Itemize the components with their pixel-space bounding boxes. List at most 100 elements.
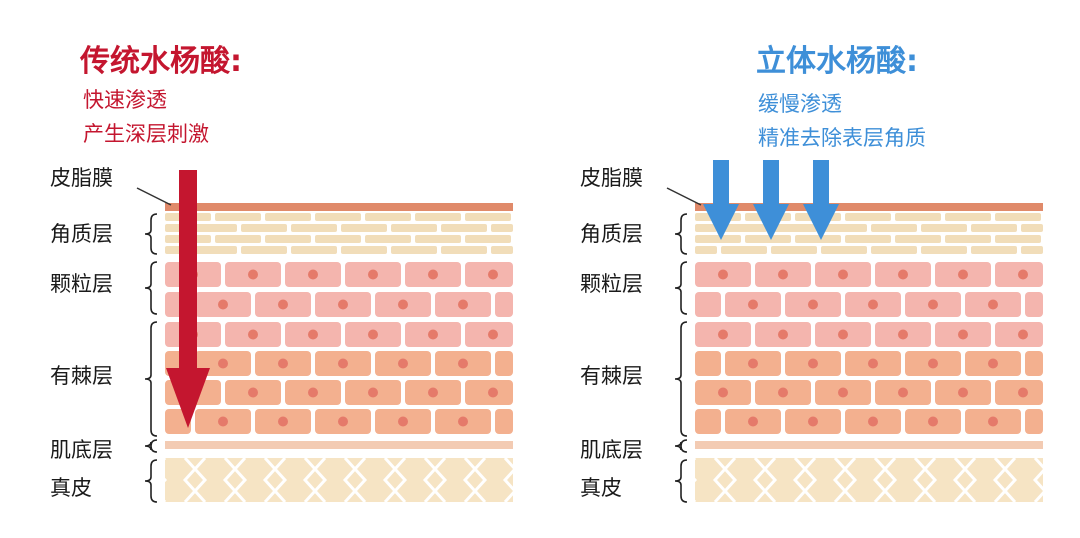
dermis-fiber bbox=[833, 456, 858, 504]
corneum-cell bbox=[871, 246, 917, 254]
shallow-penetration-arrow-icon bbox=[803, 160, 839, 240]
cell-nucleus bbox=[868, 416, 878, 427]
dermis-fiber bbox=[713, 456, 738, 504]
cell-nucleus bbox=[988, 416, 998, 427]
dermis-fiber bbox=[462, 456, 487, 504]
dermis-fiber bbox=[343, 456, 368, 504]
cell-nucleus bbox=[1018, 269, 1028, 280]
label-sebum: 皮脂膜 bbox=[50, 166, 113, 190]
corneum-cell bbox=[921, 224, 967, 232]
corneum-cell bbox=[695, 224, 717, 232]
corneum-cell bbox=[995, 213, 1041, 221]
cell-nucleus bbox=[458, 416, 468, 427]
cell-nucleus bbox=[928, 299, 938, 310]
cell-nucleus bbox=[898, 269, 908, 280]
cell-nucleus bbox=[778, 269, 788, 280]
cell-nucleus bbox=[308, 329, 318, 340]
spinous-cell bbox=[495, 409, 513, 434]
dermis-fiber bbox=[342, 456, 367, 504]
label-dermis: 真皮 bbox=[580, 476, 622, 500]
dermis-fiber bbox=[953, 456, 978, 504]
cell-nucleus bbox=[398, 358, 408, 369]
corneum-cell bbox=[291, 246, 337, 254]
cell-nucleus bbox=[748, 416, 758, 427]
dermis-fiber bbox=[303, 456, 328, 504]
spinous-cell bbox=[695, 351, 721, 376]
cell-nucleus bbox=[218, 299, 228, 310]
granular-brace bbox=[144, 261, 158, 315]
cell-nucleus bbox=[718, 387, 728, 398]
corneum-cell bbox=[265, 213, 311, 221]
dermis-fiber bbox=[753, 456, 778, 504]
cell-nucleus bbox=[928, 358, 938, 369]
corneum-cell bbox=[1021, 224, 1043, 232]
corneum-cell bbox=[341, 224, 387, 232]
spinous-cell bbox=[1025, 351, 1043, 376]
dermis-fiber bbox=[792, 456, 817, 504]
label-stratum-corneum: 角质层 bbox=[580, 222, 643, 246]
cell-nucleus bbox=[488, 329, 498, 340]
granular-cell bbox=[695, 292, 721, 317]
label-granular-layer: 颗粒层 bbox=[50, 272, 113, 296]
cell-nucleus bbox=[368, 329, 378, 340]
dermis-fiber bbox=[912, 456, 937, 504]
spinous-cell bbox=[495, 351, 513, 376]
corneum-cell bbox=[945, 235, 991, 243]
cell-nucleus bbox=[218, 416, 228, 427]
dermis-fiber bbox=[872, 456, 897, 504]
cell-nucleus bbox=[398, 416, 408, 427]
cell-nucleus bbox=[1018, 329, 1028, 340]
panel-subtitle-line-1: 缓慢渗透 bbox=[758, 92, 842, 116]
cell-nucleus bbox=[808, 416, 818, 427]
deep-penetration-arrow-shaft bbox=[179, 170, 197, 370]
cell-nucleus bbox=[778, 329, 788, 340]
label-spinous-layer: 有棘层 bbox=[50, 364, 113, 388]
corneum-cell bbox=[845, 235, 891, 243]
cell-nucleus bbox=[308, 269, 318, 280]
spinous-cell bbox=[1025, 409, 1043, 434]
corneum-cell bbox=[491, 246, 513, 254]
shallow-penetration-arrow-icon bbox=[753, 160, 789, 240]
corneum-cell bbox=[465, 213, 511, 221]
dermis-fiber bbox=[832, 456, 857, 504]
corneum-cell bbox=[391, 246, 437, 254]
label-basal-layer: 肌底层 bbox=[50, 438, 113, 462]
corneum-cell bbox=[415, 213, 461, 221]
dermis-fiber bbox=[873, 456, 898, 504]
basal-layer bbox=[165, 441, 513, 449]
sebum-pointer-line bbox=[666, 187, 702, 206]
cell-nucleus bbox=[868, 358, 878, 369]
cell-nucleus bbox=[838, 329, 848, 340]
cell-nucleus bbox=[748, 358, 758, 369]
corneum-cell bbox=[1021, 246, 1043, 254]
granular-cell bbox=[495, 292, 513, 317]
cell-nucleus bbox=[368, 269, 378, 280]
corneum-cell bbox=[895, 235, 941, 243]
dermis-fiber bbox=[793, 456, 818, 504]
cell-nucleus bbox=[1018, 387, 1028, 398]
cell-nucleus bbox=[928, 416, 938, 427]
cell-nucleus bbox=[248, 387, 258, 398]
penetration-arrows bbox=[703, 160, 839, 240]
cell-nucleus bbox=[248, 269, 258, 280]
corneum-cell bbox=[945, 213, 991, 221]
cell-nucleus bbox=[718, 329, 728, 340]
corneum-cell bbox=[215, 213, 261, 221]
cell-nucleus bbox=[458, 299, 468, 310]
spinous-cell bbox=[695, 409, 721, 434]
corneum-cell bbox=[745, 235, 791, 243]
dermis-fiber bbox=[992, 456, 1017, 504]
shallow-penetration-arrow-icon bbox=[703, 160, 739, 240]
panel-subtitle-line-2: 产生深层刺激 bbox=[83, 122, 209, 146]
label-granular-layer: 颗粒层 bbox=[580, 272, 643, 296]
corneum-cell bbox=[895, 213, 941, 221]
dermis-layer bbox=[695, 458, 1043, 502]
dermis-fiber bbox=[262, 456, 287, 504]
corneum-cell bbox=[365, 213, 411, 221]
cell-nucleus bbox=[488, 387, 498, 398]
cell-nucleus bbox=[988, 358, 998, 369]
corneum-cell bbox=[191, 246, 237, 254]
corneum-cell bbox=[921, 246, 967, 254]
cell-nucleus bbox=[428, 269, 438, 280]
corneum-cell bbox=[971, 224, 1017, 232]
